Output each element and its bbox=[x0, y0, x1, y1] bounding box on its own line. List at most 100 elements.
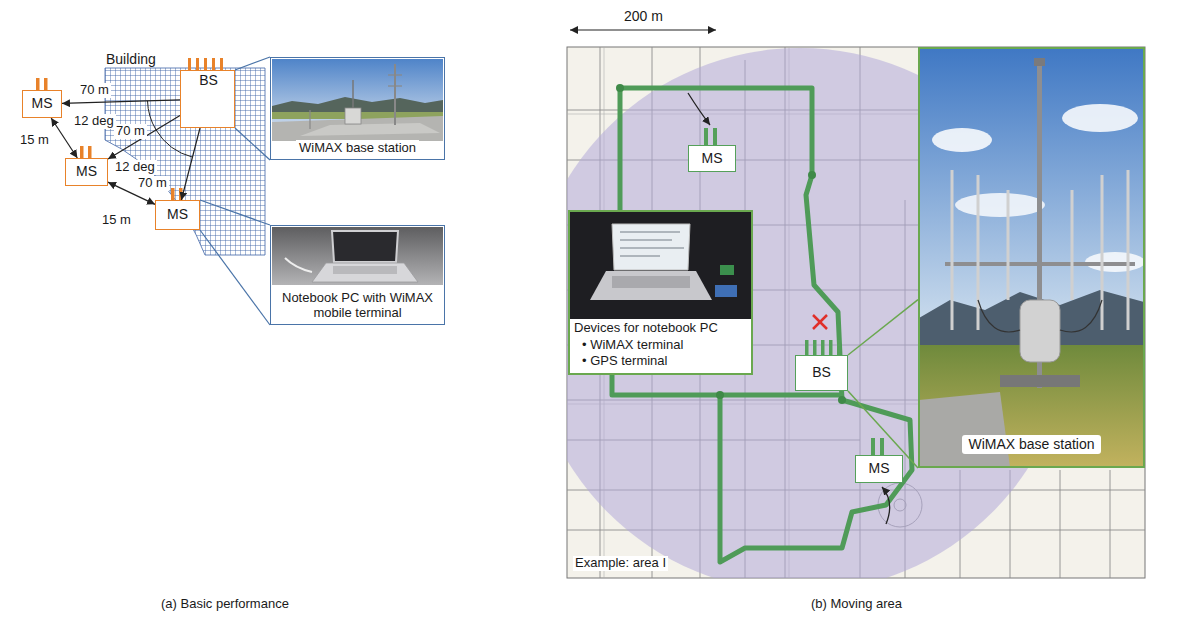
devices-photo bbox=[720, 265, 734, 275]
devices-photo bbox=[590, 271, 712, 300]
base-station-photo bbox=[919, 392, 1010, 467]
measurement-route bbox=[720, 393, 842, 398]
base-station-photo bbox=[388, 74, 402, 75]
mobile-station-box: MS bbox=[855, 455, 903, 483]
photo-callout: Devices for notebook PC• WiMAX terminal•… bbox=[568, 210, 753, 375]
base-station-photo bbox=[1071, 190, 1074, 300]
antenna-symbol bbox=[44, 78, 48, 90]
node-text: • GPS terminal bbox=[574, 353, 667, 369]
antenna-symbol bbox=[36, 78, 40, 90]
distance-label: 70 m bbox=[136, 176, 169, 191]
node-label: BS bbox=[812, 365, 831, 380]
base-station-photo bbox=[300, 123, 440, 136]
antenna-symbol bbox=[212, 58, 215, 70]
area-label: Example: area I bbox=[573, 556, 668, 571]
angle-label: 12 deg bbox=[72, 114, 116, 129]
base-station-photo bbox=[951, 170, 954, 330]
callout-line bbox=[200, 230, 270, 325]
devices-photo bbox=[620, 232, 684, 256]
distance-arrow bbox=[108, 116, 180, 159]
base-station-photo bbox=[309, 110, 310, 129]
base-station-photo bbox=[919, 345, 1144, 467]
base-station-marker bbox=[813, 315, 827, 329]
angle-arc bbox=[156, 130, 192, 157]
base-station-photo bbox=[352, 80, 354, 108]
node-label: MS bbox=[702, 151, 723, 166]
antenna-symbol bbox=[713, 128, 717, 145]
laptop-photo bbox=[333, 266, 397, 274]
scale-arrow bbox=[570, 30, 716, 31]
devices-photo bbox=[715, 285, 737, 297]
antenna-symbol bbox=[704, 128, 708, 145]
base-station-photo bbox=[978, 300, 1102, 332]
node-label: MS bbox=[869, 461, 890, 476]
laptop-photo bbox=[332, 231, 398, 262]
node-label: MS bbox=[32, 96, 53, 111]
base-station-photo bbox=[345, 108, 361, 124]
region-label: Building bbox=[106, 51, 156, 67]
base-station-box: BS bbox=[795, 355, 848, 391]
subfigure-caption: (a) Basic performance bbox=[159, 597, 291, 612]
antenna-symbol bbox=[204, 58, 207, 70]
antenna-symbol bbox=[805, 340, 809, 355]
node-label: MS bbox=[167, 207, 188, 222]
base-station-box: BS bbox=[180, 70, 235, 128]
mobile-station-box: MS bbox=[688, 145, 736, 172]
antenna-symbol bbox=[829, 340, 833, 355]
base-station-photo bbox=[945, 262, 1135, 266]
callout-lines bbox=[200, 128, 918, 468]
antenna-symbol bbox=[196, 58, 199, 70]
base-station-marker bbox=[813, 315, 827, 329]
base-station-photo bbox=[394, 64, 396, 125]
connector-group bbox=[51, 57, 918, 355]
base-station-photo bbox=[977, 175, 980, 330]
callout-line bbox=[235, 128, 270, 160]
measurement-route bbox=[838, 396, 846, 404]
antenna-symbol bbox=[80, 146, 84, 158]
base-station-photo bbox=[1000, 375, 1080, 387]
distance-label: 15 m bbox=[18, 133, 51, 148]
base-station-photo bbox=[955, 193, 1045, 217]
photo-callout: Notebook PC with WiMAX mobile terminal bbox=[270, 225, 445, 325]
antenna-symbol bbox=[188, 58, 191, 70]
antenna-symbol bbox=[171, 188, 175, 200]
base-station-photo bbox=[1101, 175, 1104, 330]
scale-arrow bbox=[570, 29, 716, 30]
mobile-station-box: MS bbox=[22, 90, 62, 118]
photo-callout: WiMAX base station bbox=[270, 57, 445, 160]
antenna-symbol bbox=[821, 340, 825, 355]
base-station-photo bbox=[932, 128, 992, 152]
distance-arrow bbox=[181, 128, 200, 200]
measurement-route bbox=[808, 171, 816, 179]
antenna-symbol bbox=[837, 340, 841, 355]
base-station-photo bbox=[1007, 190, 1010, 300]
distance-label: 70 m bbox=[114, 124, 147, 139]
pointer-arrow bbox=[688, 93, 710, 125]
node-label: BS bbox=[199, 73, 218, 88]
devices-photo bbox=[569, 212, 752, 319]
base-station-photo bbox=[919, 48, 1145, 467]
node-text: • WiMAX terminal bbox=[574, 337, 683, 353]
antenna-symbol bbox=[813, 340, 817, 355]
antenna-symbol bbox=[220, 58, 223, 70]
node-label: WiMAX base station bbox=[962, 435, 1100, 454]
measurement-route bbox=[716, 391, 724, 399]
base-station-photo bbox=[272, 59, 443, 141]
distance-arrow bbox=[62, 100, 180, 104]
subfigure-caption: (b) Moving area bbox=[809, 597, 904, 612]
scale-label: 200 m bbox=[622, 8, 665, 24]
devices-photo bbox=[569, 319, 752, 374]
laptop-photo bbox=[272, 227, 443, 285]
devices-photo bbox=[612, 224, 690, 270]
base-station-photo bbox=[272, 59, 443, 141]
antenna-symbol bbox=[871, 438, 875, 455]
callout-line bbox=[235, 57, 270, 70]
antenna-symbol bbox=[880, 438, 884, 455]
mobile-station-box: MS bbox=[65, 158, 108, 186]
mobile-station-box: MS bbox=[155, 200, 200, 230]
base-station-photo bbox=[1034, 58, 1045, 66]
node-label: Notebook PC with WiMAX mobile terminal bbox=[275, 290, 440, 321]
node-label: MS bbox=[76, 164, 97, 179]
